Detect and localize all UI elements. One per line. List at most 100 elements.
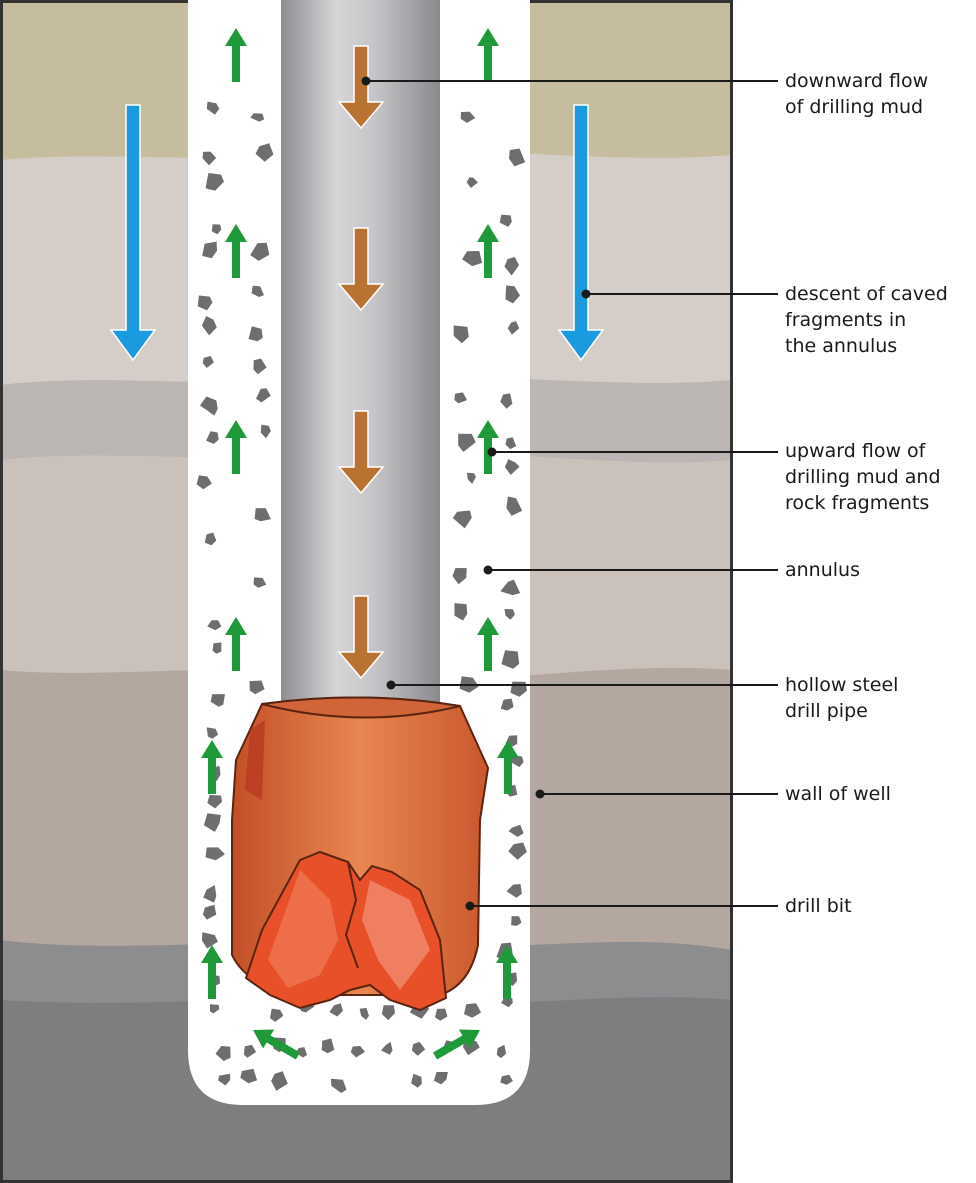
rock-fragment [501,650,520,669]
rock-fragment [248,326,263,342]
rock-fragment [206,431,219,444]
rock-fragment [500,579,521,596]
rock-fragment [511,916,522,926]
caved-fragments-down-arrow [557,104,605,362]
rock-fragment [260,424,271,439]
upward-flow-arrow [225,224,247,278]
upward-flow-arrow [477,420,499,474]
rock-fragment [380,1041,393,1055]
rock-fragment [452,568,467,585]
upward-flow-arrow [497,740,519,794]
rock-fragment [250,242,270,261]
rock-fragment [205,173,224,191]
rock-fragment [212,642,222,654]
rock-fragment [454,392,468,404]
rock-fragment [200,396,218,416]
rock-fragment [506,496,523,516]
upward-flow-arrow [433,1029,480,1060]
rock-fragment [508,824,524,837]
rock-fragment [215,1046,231,1061]
label-wall: wall of well [785,783,891,805]
rock-fragment [500,1074,513,1085]
upward-flow-arrow [477,28,499,82]
rock-fragment [433,1072,448,1085]
rock-fragment [251,285,264,297]
rock-fragment [256,388,271,403]
rock-fragment [460,111,476,123]
label-upward-flow: upward flow of drilling mud and rock fra… [785,440,941,514]
rock-fragment [249,680,265,695]
rock-fragments [196,101,527,1093]
rock-fragment [240,1068,258,1084]
rock-fragment [218,1073,231,1086]
rock-fragment [201,932,218,949]
rock-fragment [244,1044,257,1058]
mud-flow-down-arrow [337,595,385,680]
rock-fragment [205,847,225,861]
upward-flow-arrow [477,224,499,278]
rock-fragment [504,459,520,475]
rock-fragment [501,998,513,1008]
rock-fragment [499,214,512,227]
mud-flow-down-arrow [337,410,385,495]
upward-flow-arrow [496,945,518,999]
rock-fragment [453,325,469,344]
rock-fragment [203,813,221,832]
rock-fragment [209,1004,220,1014]
upward-flow-arrow [201,740,223,794]
rock-fragment [359,1007,369,1020]
rock-fragment [202,356,214,368]
rock-fragment [202,904,217,920]
rock-fragment [270,1008,284,1022]
upward-flow-arrow [201,945,223,999]
rock-fragment [462,251,483,267]
rock-fragment [211,224,222,235]
rock-fragment [454,603,468,621]
rock-fragment [464,1003,482,1018]
rock-fragment [466,177,478,188]
rock-fragment [507,321,520,335]
rock-fragment [254,508,271,522]
rock-fragment [202,241,217,259]
rock-fragment [196,475,212,490]
upward-flow-arrow [477,617,499,671]
rock-fragment [330,1078,347,1093]
label-drill-pipe: hollow steel drill pipe [785,674,899,722]
rock-fragment [411,1041,426,1056]
label-annulus: annulus [785,559,860,581]
rock-fragment [350,1046,365,1058]
label-drill-bit: drill bit [785,895,852,917]
label-downward-flow: downward flow of drilling mud [785,70,929,118]
rock-fragment [506,884,522,898]
rock-fragment [206,727,219,739]
label-caved-fragments: descent of caved fragments in the annulu… [785,283,948,357]
rock-fragment [505,285,520,304]
upward-flow-arrow [253,1029,300,1060]
rock-fragment [197,295,213,311]
rock-fragment [435,1008,448,1021]
rock-fragment [504,609,515,620]
drill-bit [231,696,490,1012]
rock-fragment [452,510,472,529]
rock-fragment [207,620,222,631]
rock-fragment [508,842,527,860]
flow-arrows [109,28,605,1060]
mud-flow-down-arrow [337,45,385,130]
rock-fragment [381,1005,396,1021]
leader-lines [361,76,778,911]
rock-fragment [206,101,220,115]
rock-fragment [253,577,267,588]
rock-fragment [504,257,520,276]
upward-flow-arrow [225,28,247,82]
rock-fragment [411,1073,422,1088]
rock-fragment [496,1044,507,1059]
rock-fragment [271,1071,288,1091]
rock-fragment [203,885,217,903]
rock-fragment [204,532,217,546]
rock-fragment [255,143,274,162]
rock-fragment [500,393,513,409]
rock-fragment [202,151,217,166]
rock-fragment [509,148,526,167]
rock-fragment [210,694,225,707]
